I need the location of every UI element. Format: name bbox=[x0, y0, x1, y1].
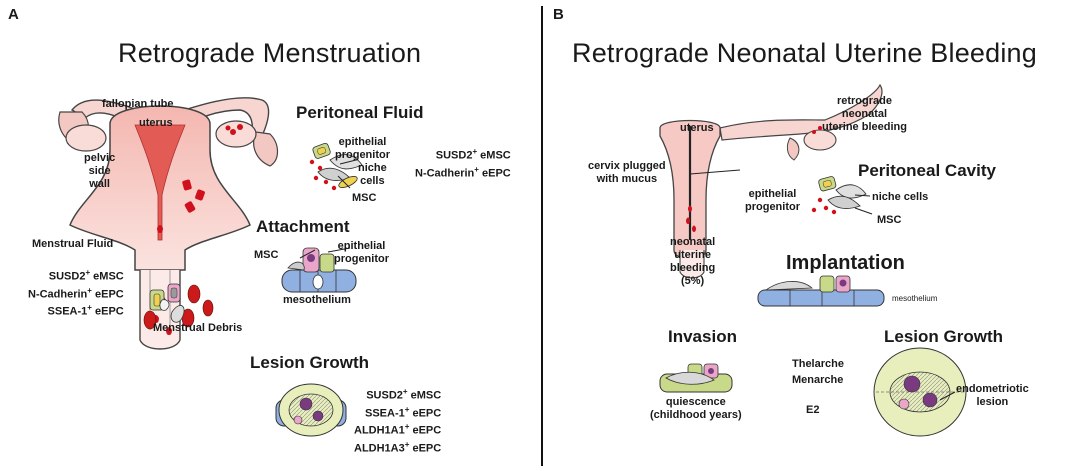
marker-line: SUSD2+ eMSC bbox=[435, 147, 511, 162]
label-uterus-b: uterus bbox=[680, 122, 714, 134]
label-epithelial-progenitor-attachment: epithelial progenitor bbox=[334, 240, 389, 265]
label-fallopian-tube: fallopian tube bbox=[102, 98, 174, 110]
lesion-growth-b bbox=[873, 347, 967, 437]
marker-line: SSEA-1+ eEPC bbox=[364, 404, 442, 420]
uterus-diagram-a bbox=[58, 97, 279, 350]
invasion-title: Invasion bbox=[668, 327, 737, 346]
label-epithelial-progenitor-a: epithelial progenitor bbox=[335, 136, 390, 161]
label-niche-cells-a: niche cells bbox=[358, 162, 387, 187]
lesion-growth-a bbox=[275, 383, 347, 437]
label-mesothelium-b: mesothelium bbox=[892, 294, 938, 303]
lesion-growth-b-title: Lesion Growth bbox=[884, 327, 1003, 346]
label-menstrual-debris: Menstrual Debris bbox=[153, 322, 243, 334]
fluid-markers: SUSD2+ eMSC N-Cadherin+ eEPC SSEA-1+ eEP… bbox=[28, 266, 124, 319]
menstrual-debris-cluster bbox=[143, 283, 214, 330]
label-quiescence: quiescence (childhood years) bbox=[650, 396, 742, 421]
marker-line: ALDH1A1+ eEPC bbox=[354, 422, 442, 437]
label-thelarche: Thelarche bbox=[792, 358, 844, 370]
marker-line: N-Cadherin+ eEPC bbox=[415, 164, 511, 180]
marker-line: ALDH1A3+ eEPC bbox=[354, 439, 442, 455]
label-epithelial-progenitor-b: epithelial progenitor bbox=[745, 188, 800, 213]
label-mesothelium-a: mesothelium bbox=[283, 294, 351, 306]
panel-a-title: Retrograde Menstruation bbox=[118, 38, 422, 68]
label-neonatal-bleeding: neonatal uterine bleeding (5%) bbox=[670, 236, 716, 287]
peritoneal-fluid-title: Peritoneal Fluid bbox=[296, 103, 424, 122]
peritoneal-cavity-cells bbox=[811, 176, 867, 215]
marker-line: SUSD2+ eMSC bbox=[48, 268, 124, 283]
panel-b-title: Retrograde Neonatal Uterine Bleeding bbox=[572, 38, 1037, 68]
leader-lines bbox=[299, 159, 956, 401]
invasion-cells bbox=[659, 363, 733, 393]
marker-line: SSEA-1+ eEPC bbox=[47, 303, 124, 318]
uterus-diagram-b bbox=[659, 83, 883, 279]
peritoneal-markers: SUSD2+ eMSC N-Cadherin+ eEPC bbox=[415, 145, 511, 180]
label-uterus-a: uterus bbox=[139, 117, 173, 129]
label-niche-cells-b: niche cells bbox=[872, 191, 929, 203]
implantation-layer bbox=[757, 275, 885, 307]
marker-line: N-Cadherin+ eEPC bbox=[28, 285, 124, 301]
label-msc-b: MSC bbox=[877, 214, 902, 226]
panel-b-letter: B bbox=[553, 6, 564, 23]
attachment-mesothelium bbox=[281, 247, 357, 293]
label-cervix-plugged: cervix plugged with mucus bbox=[588, 160, 666, 185]
lesion-growth-a-title: Lesion Growth bbox=[250, 353, 369, 372]
lesion-markers: SUSD2+ eMSC SSEA-1+ eEPC ALDH1A1+ eEPC A… bbox=[354, 385, 441, 456]
label-e2: E2 bbox=[806, 404, 820, 416]
label-menstrual-fluid: Menstrual Fluid bbox=[32, 238, 114, 250]
implantation-title: Implantation bbox=[786, 252, 905, 274]
peritoneal-cavity-title: Peritoneal Cavity bbox=[858, 161, 996, 180]
marker-line: SUSD2+ eMSC bbox=[366, 387, 442, 402]
label-retrograde-bleeding: retrograde neonatal uterine bleeding bbox=[822, 95, 907, 133]
attachment-title: Attachment bbox=[256, 217, 350, 236]
label-pelvic-side-wall: pelvic side wall bbox=[84, 152, 116, 190]
label-msc-a: MSC bbox=[352, 192, 377, 204]
label-endometriotic-lesion: endometriotic lesion bbox=[956, 383, 1029, 408]
label-menarche: Menarche bbox=[792, 374, 844, 386]
panel-a-letter: A bbox=[8, 6, 19, 23]
label-msc-attachment: MSC bbox=[254, 249, 279, 261]
peritoneal-fluid-cells bbox=[309, 142, 363, 191]
panel-divider bbox=[541, 6, 543, 466]
